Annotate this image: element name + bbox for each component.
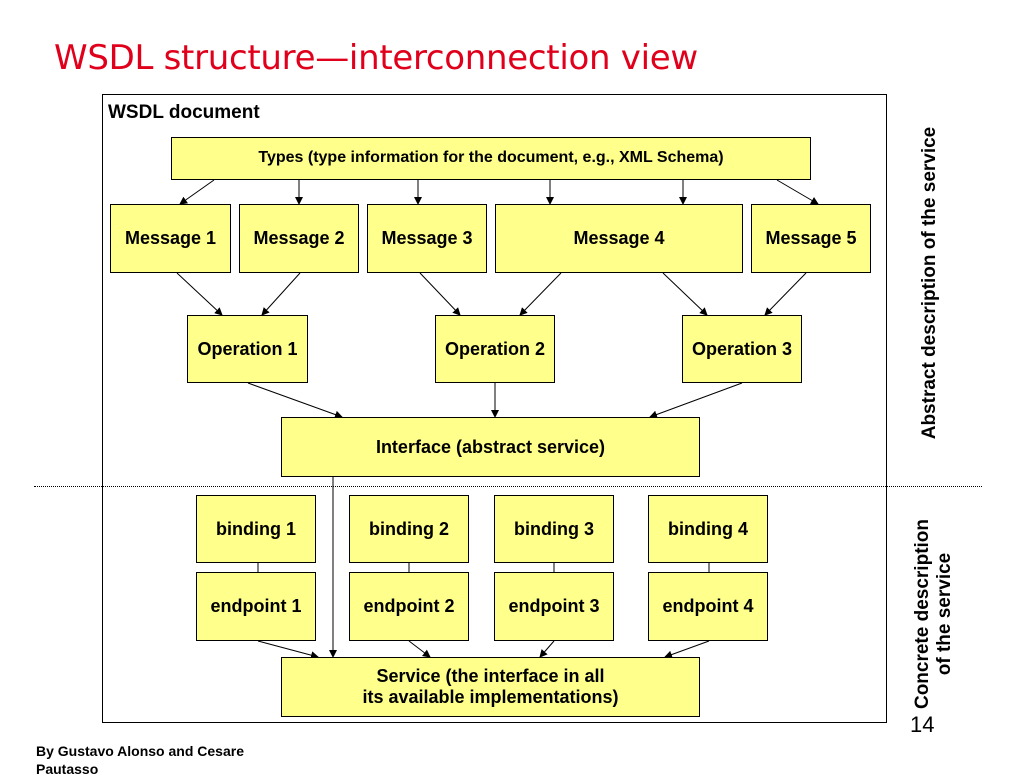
concrete-description-label: Concrete description of the service xyxy=(912,518,955,710)
interface-box: Interface (abstract service) xyxy=(281,417,700,477)
arrow-operation-1-interface xyxy=(247,382,343,419)
arrow-endpoint-4-service xyxy=(664,640,710,659)
message-3-box: Message 3 xyxy=(367,204,487,273)
binding-4-box: binding 4 xyxy=(648,495,768,563)
arrow-endpoint-2-service xyxy=(408,640,431,658)
abstract-concrete-divider xyxy=(34,486,982,487)
arrow-endpoint-1-service xyxy=(257,640,319,660)
binding-3-box: binding 3 xyxy=(494,495,614,563)
message-4-box: Message 4 xyxy=(495,204,743,273)
wsdl-document-frame xyxy=(102,94,887,723)
arrow-endpoint-3-service xyxy=(539,640,555,658)
message-1-box: Message 1 xyxy=(110,204,231,273)
endpoint-4-box: endpoint 4 xyxy=(648,572,768,641)
endpoint-2-box: endpoint 2 xyxy=(349,572,469,641)
arrow-message-4-operation-3 xyxy=(662,272,708,316)
message-2-box: Message 2 xyxy=(239,204,359,273)
author-credit: By Gustavo Alonso and Cesare Pautasso xyxy=(36,743,244,778)
wsdl-document-label: WSDL document xyxy=(108,102,260,123)
arrow-message-2-operation-1 xyxy=(261,272,301,316)
message-5-box: Message 5 xyxy=(751,204,871,273)
binding-1-box: binding 1 xyxy=(196,495,316,563)
operation-2-box: Operation 2 xyxy=(435,315,555,383)
types-box: Types (type information for the document… xyxy=(171,137,811,180)
arrow-message-4-operation-2 xyxy=(519,272,562,316)
arrow-types-message-5 xyxy=(776,179,819,205)
slide-title: WSDL structure—interconnection view xyxy=(54,38,698,78)
arrow-message-1-operation-1 xyxy=(176,272,223,316)
operation-3-box: Operation 3 xyxy=(682,315,802,383)
endpoint-1-box: endpoint 1 xyxy=(196,572,316,641)
service-box: Service (the interface in all its availa… xyxy=(281,657,700,717)
endpoint-3-box: endpoint 3 xyxy=(494,572,614,641)
page-number: 14 xyxy=(910,712,935,737)
arrow-message-3-operation-2 xyxy=(419,272,461,316)
binding-2-box: binding 2 xyxy=(349,495,469,563)
operation-1-box: Operation 1 xyxy=(187,315,308,383)
arrow-operation-3-interface xyxy=(649,382,743,419)
arrow-message-5-operation-3 xyxy=(764,272,807,316)
abstract-description-label: Abstract description of the service xyxy=(919,126,940,440)
arrow-types-message-1 xyxy=(179,179,215,205)
